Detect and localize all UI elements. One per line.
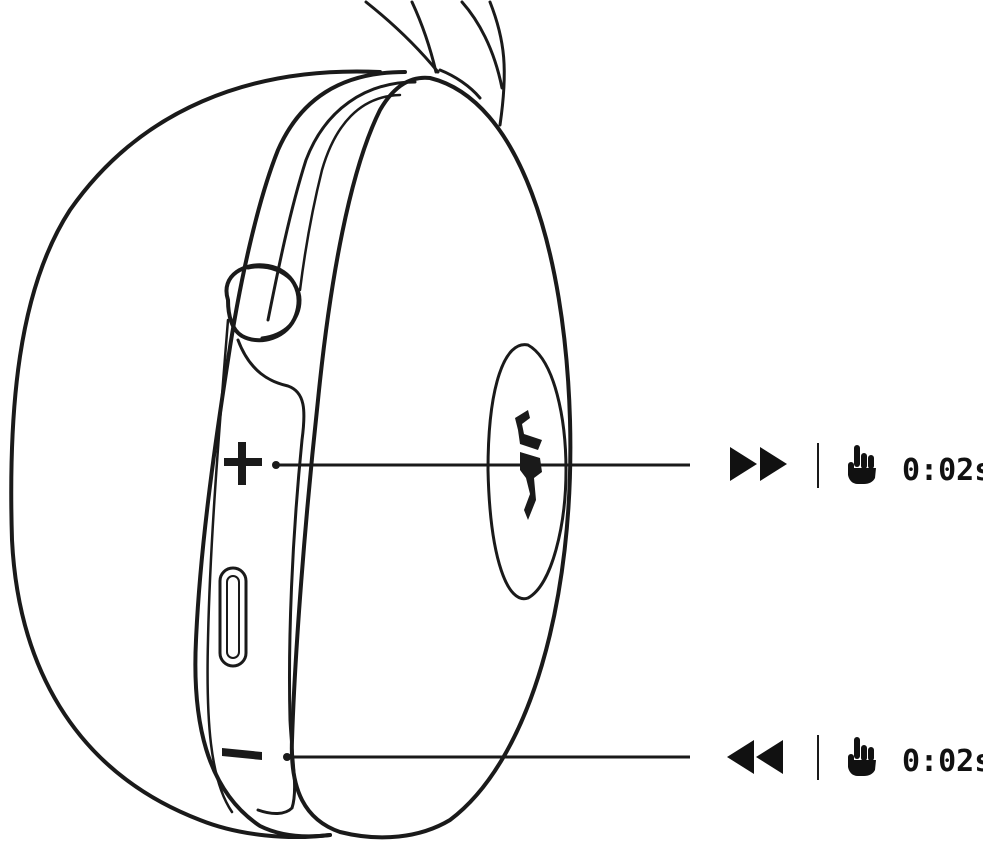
press-hand-icon	[848, 737, 876, 776]
forward-duration: 0:02s	[902, 453, 983, 488]
center-disc	[486, 343, 568, 601]
multi-function-button[interactable]	[218, 566, 248, 668]
press-hand-icon	[848, 445, 876, 484]
fast-forward-icon	[730, 447, 787, 481]
joint-knob	[224, 263, 302, 343]
rewind-duration: 0:02s	[902, 744, 983, 779]
volume-down-button[interactable]	[222, 748, 262, 760]
plus-icon	[224, 442, 262, 485]
control-strip	[236, 338, 306, 815]
ear-cup-face	[289, 75, 573, 840]
headband	[364, 0, 506, 127]
rewind-icon	[727, 740, 783, 774]
instruction-row-rewind: 0:02s	[727, 735, 983, 780]
minus-indicator-dot	[283, 753, 291, 761]
ear-cup-ring	[193, 70, 407, 839]
brand-logo	[515, 410, 542, 520]
plus-indicator-dot	[272, 461, 280, 469]
volume-up-button[interactable]	[224, 442, 262, 485]
instruction-row-forward: 0:02s	[730, 443, 983, 488]
ear-cushion	[9, 69, 382, 840]
